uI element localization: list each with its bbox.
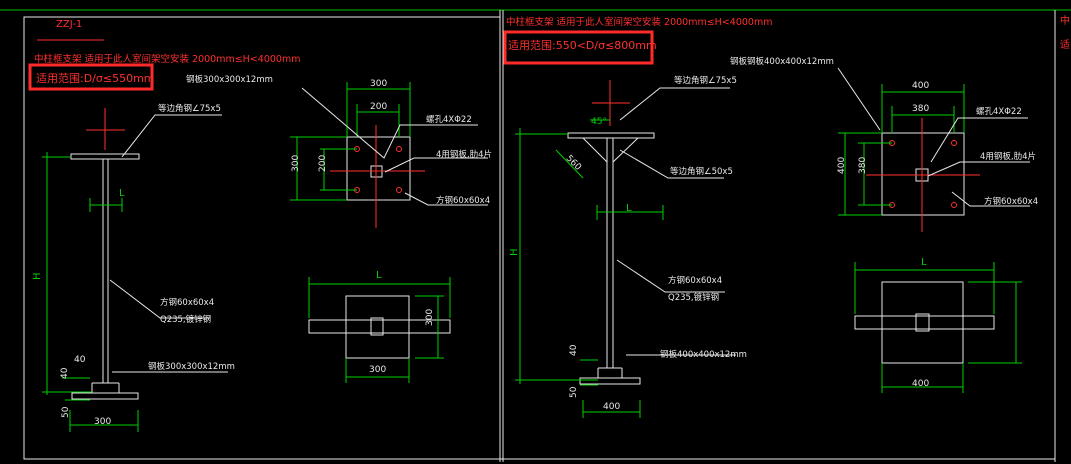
right-label-pipe-plan: 方钢60x60x4: [984, 196, 1038, 207]
right-title: 中柱框支架 适用于此人室间架空安装 2000mm≤H<4000mm: [506, 16, 772, 28]
left-label-plate-top: 钢板300x300x12mm: [186, 74, 273, 85]
left-plan-h-inner: 200: [318, 155, 328, 172]
left-label-material: Q235,镀锌钢: [160, 314, 211, 325]
drawing-frames: [0, 9, 1071, 462]
right-base-dim-l: L: [921, 257, 927, 268]
right-dim-400: 400: [603, 402, 620, 412]
right-plan-w-inner: 380: [912, 104, 929, 114]
right-dim-angle: 45°: [591, 117, 607, 127]
drawing-id-label: ZZJ-1: [56, 19, 82, 30]
left-label-angle-top: 等边角钢∠75x5: [158, 103, 221, 114]
right-label-material: Q235,镀锌钢: [668, 292, 719, 303]
right-label-pipe: 方钢60x60x4: [668, 275, 722, 286]
right-plan-h-inner: 380: [858, 157, 868, 174]
right-plan-w-outer: 400: [912, 81, 929, 91]
right-range-text: 适用范围:550<D/σ≤800mm: [508, 38, 657, 52]
left-dim-300: 300: [94, 417, 111, 427]
right-dim-50: 50: [569, 386, 579, 398]
right-label-angle-brace: 等边角钢∠50x5: [670, 166, 733, 177]
right-base-dim-400w: 400: [912, 379, 929, 389]
right-range-highlight: [503, 30, 654, 65]
left-base-dim-300w: 300: [369, 365, 386, 375]
left-dim-h: H: [32, 272, 43, 280]
left-range-highlight: [28, 63, 154, 91]
left-dim-50: 50: [61, 406, 71, 418]
right-dim-560: 560: [564, 154, 583, 173]
left-range-text: 适用范围:D/σ≤550mm: [36, 71, 155, 85]
right-plan-h-outer: 400: [837, 157, 847, 174]
left-dim-l: L: [119, 188, 125, 199]
left-label-pipe: 方钢60x60x4: [160, 297, 214, 308]
edge-text-1: 中: [1060, 14, 1070, 27]
left-plan-w-outer: 300: [370, 79, 387, 89]
right-label-plate-base: 钢板400x400x12mm: [660, 349, 747, 360]
left-label-bolt-holes: 螺孔4XΦ22: [426, 114, 472, 125]
right-sheet: 中柱框支架 适用于此人室间架空安装 2000mm≤H<4000mm 适用范围:5…: [503, 16, 1038, 418]
edge-text-2: 适: [1060, 39, 1070, 51]
left-label-stiffener: 4用钢板,肋4片: [436, 149, 492, 160]
right-label-stiffener: 4用钢板,肋4片: [980, 151, 1036, 162]
left-base-dim-300h: 300: [425, 309, 435, 326]
right-label-plate-top: 钢板钢板400x400x12mm: [730, 56, 834, 67]
left-title: 中柱框支架 适用于此人室间架空安装 2000mm≤H<4000mm: [34, 53, 300, 65]
left-base-dim-l: L: [376, 270, 382, 281]
left-sheet: ZZJ-1 中柱框支架 适用于此人室间架空安装 2000mm≤H<4000mm …: [28, 19, 492, 432]
left-dim-40b: 40: [60, 367, 70, 379]
left-plan-h-outer: 300: [291, 155, 301, 172]
right-dim-40: 40: [569, 344, 579, 356]
right-dim-l: L: [626, 203, 632, 214]
left-label-pipe-plan: 方钢60x60x4: [436, 195, 490, 206]
right-dim-h: H: [509, 248, 520, 256]
left-plan-w-inner: 200: [370, 102, 387, 112]
right-label-bolt-holes: 螺孔4XΦ22: [976, 106, 1022, 117]
left-dim-40a: 40: [74, 355, 86, 365]
left-label-plate-base: 钢板300x300x12mm: [148, 361, 235, 372]
right-label-angle-top: 等边角钢∠75x5: [674, 75, 737, 86]
